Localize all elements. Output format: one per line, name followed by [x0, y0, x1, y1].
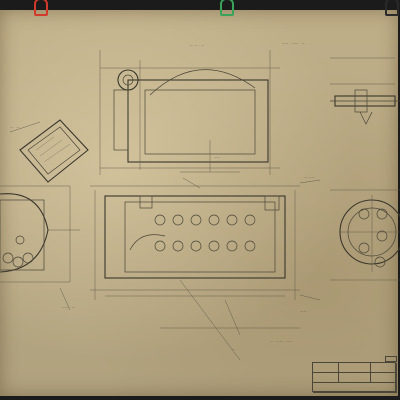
title-block-cell [313, 363, 339, 373]
note-scribble: — · — [10, 125, 20, 129]
blueprint-sheet [0, 10, 398, 396]
oblique-section-view [9, 119, 89, 183]
title-block-cell [339, 363, 371, 373]
title-block-cell [371, 363, 397, 373]
right-end-view [330, 189, 400, 281]
title-block-cell [313, 373, 339, 383]
top-elevation-view [99, 50, 280, 175]
note-scribble: —— · —— · — [282, 41, 305, 45]
binder-clip-green [220, 0, 234, 16]
note-scribble: — —— [304, 175, 315, 179]
title-block-cell [313, 383, 397, 393]
note-scribble: — · [232, 347, 238, 351]
top-right-detail-view [330, 57, 400, 125]
title-block [312, 362, 397, 393]
left-end-view [0, 185, 80, 283]
note-scribble: —— · [214, 155, 223, 159]
main-plan-view [90, 185, 300, 361]
note-scribble: — — · — [190, 43, 205, 47]
note-scribble: —— · — [62, 305, 76, 309]
binder-clip-dark [385, 0, 399, 16]
note-scribble: —— · [300, 309, 309, 313]
leader-lines [59, 177, 321, 336]
revision-tag [385, 356, 397, 362]
title-block-cell [371, 373, 397, 383]
note-scribble: — · —— · —— [270, 339, 293, 343]
binder-clip-red [34, 0, 48, 16]
title-block-cell [339, 373, 371, 383]
